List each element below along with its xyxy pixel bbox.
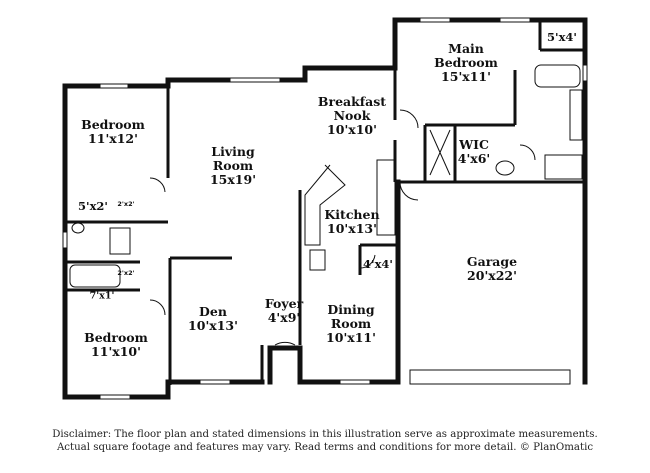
kitchen-dims: 10'x13' bbox=[327, 221, 377, 236]
foyer-name: Foyer bbox=[264, 296, 304, 311]
foyer-label: Foyer 4'x9' bbox=[265, 297, 303, 325]
den-label: Den 10'x13' bbox=[188, 305, 238, 333]
foyer-dims: 4'x9' bbox=[267, 310, 301, 325]
closet-2x2-b-dims: 2'x2' bbox=[117, 269, 135, 277]
wic-dims: 4'x6' bbox=[457, 151, 491, 166]
garage-dims: 20'x22' bbox=[467, 268, 517, 283]
dining-room-name-line1: Dining bbox=[327, 302, 375, 317]
bedroom-1-dims: 11'x12' bbox=[88, 131, 138, 146]
living-room-name-line1: Living bbox=[211, 144, 255, 159]
bedroom-2-name: Bedroom bbox=[84, 330, 148, 345]
breakfast-nook-label: Breakfast Nook 10'x10' bbox=[318, 95, 386, 137]
disclaimer-line-1: Disclaimer: The floor plan and stated di… bbox=[52, 429, 598, 440]
bedroom-1-name: Bedroom bbox=[81, 117, 145, 132]
doors bbox=[149, 109, 536, 346]
main-bedroom-name-line2: Bedroom bbox=[434, 55, 498, 70]
interior-walls bbox=[65, 20, 585, 385]
breakfast-nook-name-line2: Nook bbox=[333, 108, 371, 123]
main-bath-closet-dims: 5'x4' bbox=[547, 30, 577, 44]
bedroom-1-label: Bedroom 11'x12' bbox=[81, 118, 145, 146]
disclaimer-line-2: Actual square footage and features may v… bbox=[56, 442, 594, 453]
dining-room-dims: 10'x11' bbox=[326, 330, 376, 345]
garage-label: Garage 20'x22' bbox=[467, 255, 517, 283]
bedroom-2-label: Bedroom 11'x10' bbox=[84, 331, 148, 359]
living-room-label: Living Room 15x19' bbox=[210, 145, 256, 187]
fixtures bbox=[69, 64, 583, 288]
main-bedroom-dims: 15'x11' bbox=[441, 69, 491, 84]
windows bbox=[62, 17, 588, 400]
closet-7x1-dims: 7'x1' bbox=[89, 290, 115, 302]
den-dims: 10'x13' bbox=[188, 318, 238, 333]
breakfast-nook-name-line1: Breakfast bbox=[317, 94, 387, 109]
main-bedroom-label: Main Bedroom 15'x11' bbox=[434, 42, 498, 84]
dining-room-name-line2: Room bbox=[330, 316, 372, 331]
living-room-name-line2: Room bbox=[212, 158, 254, 173]
living-room-dims: 15x19' bbox=[209, 172, 257, 187]
closet-5x2-dims: 5'x2' bbox=[78, 199, 108, 213]
den-name: Den bbox=[199, 304, 227, 319]
kitchen-name: Kitchen bbox=[324, 207, 380, 222]
breakfast-nook-dims: 10'x10' bbox=[327, 122, 377, 137]
main-bedroom-name-line1: Main bbox=[448, 41, 484, 56]
wic-name: WIC bbox=[459, 137, 489, 152]
pantry-dims: 4'x4' bbox=[363, 257, 393, 271]
wic-label: WIC 4'x6' bbox=[458, 138, 491, 166]
closet-2x2-a-dims: 2'x2' bbox=[117, 200, 135, 208]
bedroom-2-dims: 11'x10' bbox=[91, 344, 141, 359]
kitchen-label: Kitchen 10'x13' bbox=[324, 208, 379, 236]
disclaimer: Disclaimer: The floor plan and stated di… bbox=[0, 428, 650, 454]
garage-name: Garage bbox=[466, 254, 518, 269]
dining-room-label: Dining Room 10'x11' bbox=[326, 303, 376, 345]
